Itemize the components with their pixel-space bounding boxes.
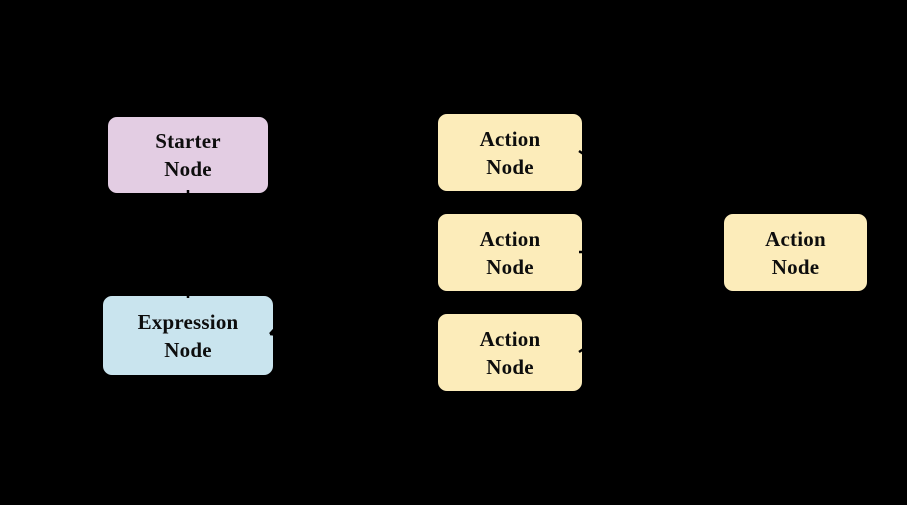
node-label-line: Action xyxy=(765,226,826,251)
edge-expression-to-action-3 xyxy=(269,332,438,356)
edge-action-1-to-action-right xyxy=(578,149,724,250)
node-label-line: Node xyxy=(771,254,820,279)
node-label-line: Node xyxy=(164,337,212,362)
edge-action-3-to-action-right xyxy=(578,254,724,354)
node-label-line: Node xyxy=(486,254,534,279)
node-label-line: Starter xyxy=(155,129,221,153)
node-label-line: Expression xyxy=(137,309,239,334)
node-label-line: Node xyxy=(486,154,534,179)
edge-expression-to-action-2 xyxy=(269,250,438,336)
node-label-line: Action xyxy=(479,326,541,351)
node-label-line: Node xyxy=(164,157,212,181)
node-label-line: Action xyxy=(479,226,541,251)
node-label-line: Node xyxy=(486,354,534,379)
node-label-line: Action xyxy=(479,126,541,151)
edge-expression-to-action-1 xyxy=(269,151,438,335)
